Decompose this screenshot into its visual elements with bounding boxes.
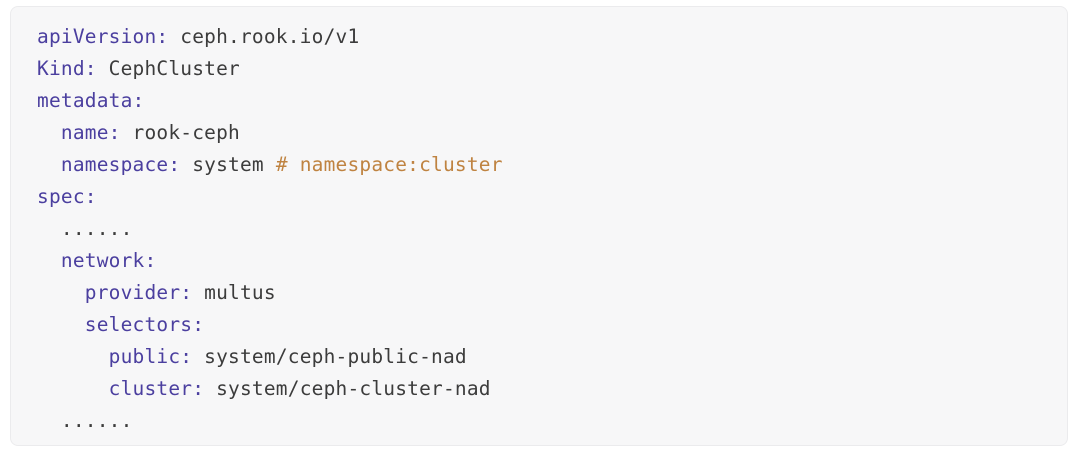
line-indent bbox=[37, 409, 61, 432]
code-line: network: bbox=[37, 245, 1067, 277]
code-line: public: system/ceph-public-nad bbox=[37, 341, 1067, 373]
line-indent bbox=[37, 281, 85, 304]
yaml-value: ceph.rook.io/v1 bbox=[168, 25, 360, 48]
yaml-key: name: bbox=[60, 121, 121, 144]
yaml-key: metadata: bbox=[37, 89, 145, 112]
code-line: name: rook-ceph bbox=[37, 117, 1067, 149]
yaml-key: public: bbox=[108, 345, 193, 368]
code-line: metadata: bbox=[37, 85, 1067, 117]
code-line: spec: bbox=[37, 181, 1067, 213]
code-line: cluster: system/ceph-cluster-nad bbox=[37, 373, 1067, 405]
yaml-key: Kind: bbox=[37, 57, 97, 80]
line-indent bbox=[37, 249, 61, 272]
yaml-key: cluster: bbox=[108, 377, 205, 400]
yaml-value: CephCluster bbox=[96, 57, 240, 80]
yaml-key: provider: bbox=[84, 281, 193, 304]
line-indent bbox=[37, 377, 109, 400]
yaml-value: system bbox=[180, 153, 276, 176]
line-indent bbox=[37, 313, 85, 336]
yaml-key: namespace: bbox=[60, 153, 181, 176]
code-line: namespace: system # namespace:cluster bbox=[37, 149, 1067, 181]
yaml-comment: # namespace:cluster bbox=[275, 153, 503, 176]
yaml-key: network: bbox=[60, 249, 157, 272]
yaml-value: rook-ceph bbox=[120, 121, 240, 144]
line-indent bbox=[37, 153, 61, 176]
code-line: Kind: CephCluster bbox=[37, 53, 1067, 85]
yaml-key: spec: bbox=[37, 185, 97, 208]
code-ellipsis: ...... bbox=[60, 409, 133, 432]
code-line: ...... bbox=[37, 213, 1067, 245]
code-line: provider: multus bbox=[37, 277, 1067, 309]
code-line: apiVersion: ceph.rook.io/v1 bbox=[37, 21, 1067, 53]
code-line: ...... bbox=[37, 405, 1067, 437]
yaml-key: selectors: bbox=[84, 313, 205, 336]
line-indent bbox=[37, 121, 61, 144]
yaml-value: system/ceph-public-nad bbox=[192, 345, 467, 368]
yaml-value: system/ceph-cluster-nad bbox=[204, 377, 491, 400]
yaml-key: apiVersion: bbox=[37, 25, 169, 48]
code-ellipsis: ...... bbox=[60, 217, 133, 240]
line-indent bbox=[37, 217, 61, 240]
yaml-value: multus bbox=[192, 281, 276, 304]
code-line: selectors: bbox=[37, 309, 1067, 341]
line-indent bbox=[37, 345, 109, 368]
